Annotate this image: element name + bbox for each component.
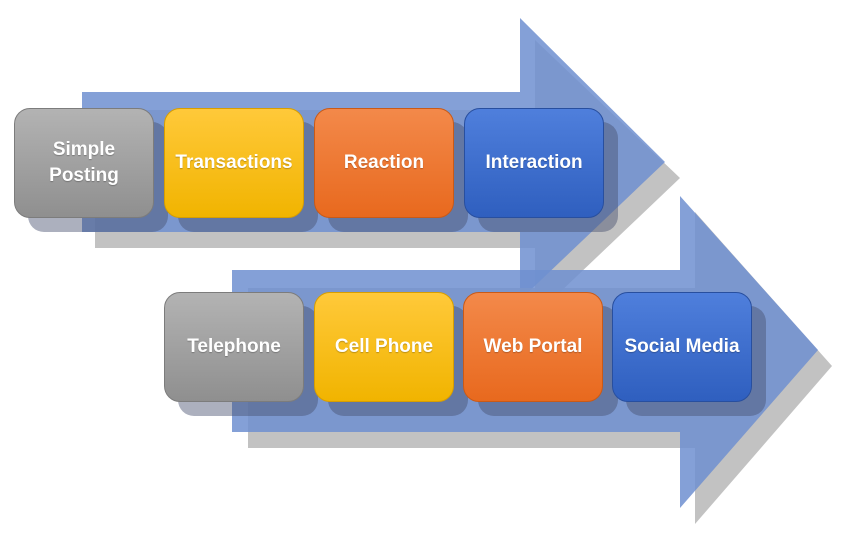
channel-box-telephone: Telephone [164,292,304,402]
channel-box-social-media: Social Media [612,292,752,402]
stage-box-interaction: Interaction [464,108,604,218]
channel-box-cell-phone: Cell Phone [314,292,454,402]
stage-box-reaction: Reaction [314,108,454,218]
channel-box-web-portal: Web Portal [463,292,603,402]
stage-box-transactions: Transactions [164,108,304,218]
stage-box-simple-posting: Simple Posting [14,108,154,218]
